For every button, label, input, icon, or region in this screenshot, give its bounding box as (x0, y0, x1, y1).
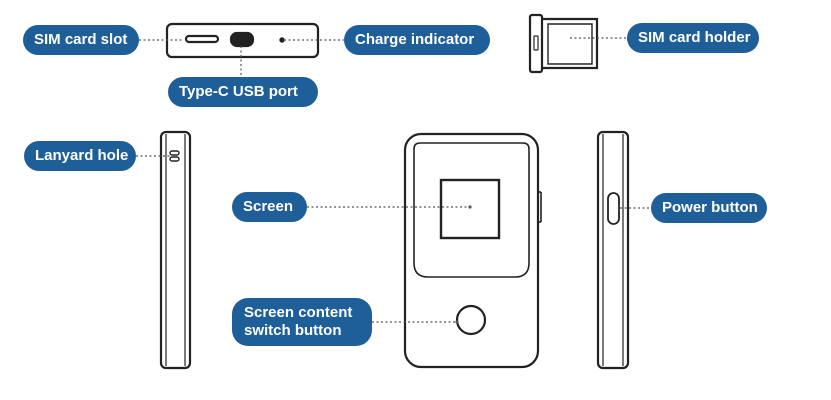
sim-card-holder-part (528, 13, 599, 74)
switch-button-circle (455, 304, 487, 336)
lanyard-hole-label: Lanyard hole (24, 141, 136, 171)
charge-indicator-label: Charge indicator (344, 25, 490, 55)
device-right-side-view (596, 130, 630, 370)
leader-lines (136, 37, 651, 323)
usb-c-port (229, 31, 255, 48)
power-button-label: Power button (651, 193, 767, 223)
device-left-side-view (159, 130, 192, 370)
screen-label: Screen (232, 192, 307, 222)
device-top-edge-view (165, 22, 320, 59)
lanyard-hole-mark (169, 150, 180, 156)
device-front-view (403, 132, 542, 369)
type-c-usb-port-label: Type-C USB port (168, 77, 318, 107)
display-screen (439, 178, 501, 240)
screen-content-switch-button-label: Screen content switch button (232, 298, 372, 346)
screen-content-switch-button-label-line2: switch button (244, 322, 342, 339)
sim-slot-opening (184, 34, 220, 44)
leader-end-dots (455, 205, 472, 324)
sim-card-slot-label: SIM card slot (23, 25, 139, 55)
charge-led (279, 37, 285, 43)
power-button-shape (607, 192, 620, 225)
sim-card-holder-label: SIM card holder (627, 23, 759, 53)
screen-content-switch-button-label-line1: Screen content (244, 304, 353, 321)
